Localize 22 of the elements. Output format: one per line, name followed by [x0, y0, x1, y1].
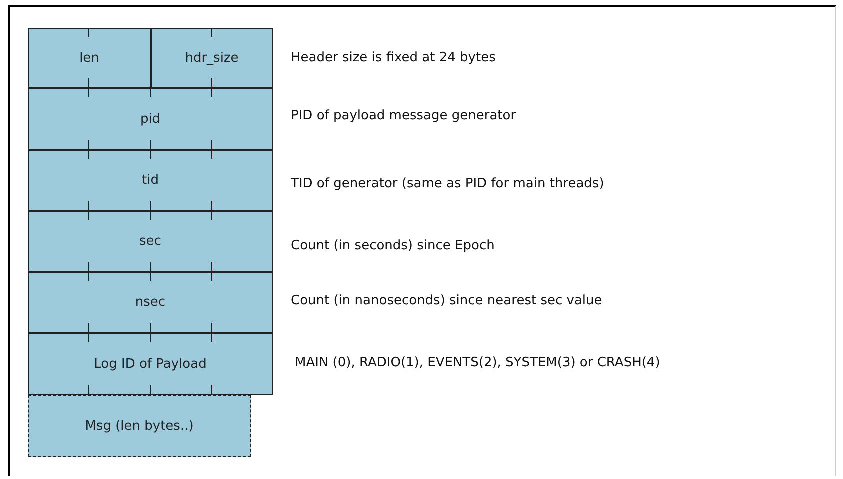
field-name: Msg (len bytes..)	[85, 418, 194, 434]
field-name: len	[80, 50, 100, 66]
field-cell	[28, 395, 251, 457]
field-name: tid	[142, 173, 159, 188]
field-description: TID of generator (same as PID for main threads)	[291, 176, 604, 192]
field-name: hdr_size	[185, 50, 239, 66]
field-cell	[28, 150, 273, 211]
field-cell	[151, 28, 273, 88]
field-name: pid	[140, 112, 161, 126]
field-cell	[28, 333, 273, 395]
field-cell	[28, 272, 273, 333]
field-name: sec	[140, 234, 162, 249]
field-description: Header size is fixed at 24 bytes	[291, 50, 496, 66]
field-description: Count (in nanoseconds) since nearest sec value	[291, 294, 602, 308]
field-cell	[28, 88, 273, 150]
field-name: nsec	[135, 295, 166, 310]
field-description: Count (in seconds) since Epoch	[291, 238, 495, 254]
field-cell	[28, 211, 273, 272]
field-cell	[28, 28, 151, 88]
field-name: Log ID of Payload	[94, 356, 207, 372]
field-description: PID of payload message generator	[291, 108, 516, 124]
field-description: MAIN (0), RADIO(1), EVENTS(2), SYSTEM(3) or CRASH(4)	[295, 356, 660, 370]
